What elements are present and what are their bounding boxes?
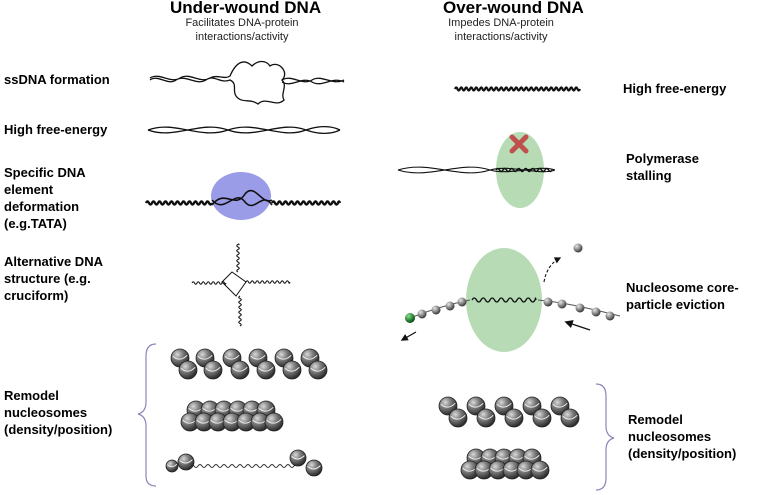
ssdna-bubble-graphic <box>149 60 345 105</box>
nucleosome <box>230 360 250 380</box>
bound-nucleosome <box>591 307 601 317</box>
protein-blob <box>211 172 271 220</box>
nucleosome <box>282 360 302 380</box>
right-subtitle-line-2: interactions/activity <box>454 31 548 43</box>
bound-nucleosome <box>543 297 553 307</box>
left-arrow-icon <box>400 331 417 341</box>
bound-nucleosome <box>457 297 467 307</box>
right-bracket <box>595 383 615 491</box>
nucleosome <box>504 408 524 428</box>
nucleosome <box>264 412 284 432</box>
linker-dna <box>189 464 299 468</box>
left-column-subtitle: Facilitates DNA-protein interactions/act… <box>166 16 318 44</box>
nucleosome <box>305 459 323 477</box>
nucleosome <box>289 449 307 467</box>
label-left-remodel-nucleosomes: Remodel nucleosomes (density/position) <box>4 388 113 437</box>
bound-nucleosome <box>575 303 585 313</box>
left-subtitle-line-2: interactions/activity <box>195 31 289 43</box>
nucleosome <box>250 412 270 432</box>
label-polymerase-stalling: Polymerase stalling <box>626 151 699 183</box>
nucleosome <box>448 408 468 428</box>
label-ssdna-formation: ssDNA formation <box>4 72 110 87</box>
polymerase-stalling-graphic <box>397 132 556 208</box>
nucleosome <box>476 408 496 428</box>
label-left-high-free-energy: High free-energy <box>4 122 108 137</box>
overwound-duplex-graphic <box>453 86 582 92</box>
nucleosome <box>560 408 580 428</box>
label-alternative-structure: Alternative DNA structure (e.g. crucifor… <box>4 254 103 303</box>
bound-nucleosome <box>417 309 427 319</box>
cruciform-graphic <box>191 243 291 327</box>
label-right-high-free-energy: High free-energy <box>623 81 727 96</box>
bound-nucleosome <box>445 301 455 311</box>
bound-nucleosome <box>431 305 441 315</box>
loose-duplex-graphic <box>147 125 341 135</box>
nucleosome <box>256 360 276 380</box>
nucleosome <box>177 453 195 471</box>
left-column-title: Under-wound DNA <box>170 0 322 17</box>
green-bead <box>405 313 415 323</box>
nucleosome <box>178 360 198 380</box>
left-bracket <box>137 343 157 487</box>
left-nucleosome-rows <box>165 348 328 477</box>
bound-nucleosome <box>605 311 615 321</box>
right-subtitle-line-1: Impedes DNA-protein <box>448 17 554 29</box>
nucleosome <box>532 408 552 428</box>
nucleosome <box>516 460 536 480</box>
label-core-particle-eviction: Nucleosome core- particle eviction <box>626 280 739 312</box>
evicted-arrow-icon <box>543 257 562 283</box>
nucleosome <box>203 360 223 380</box>
tata-deformation-graphic <box>144 172 342 220</box>
nucleosome <box>530 460 550 480</box>
right-column-subtitle: Impedes DNA-protein interactions/activit… <box>428 16 574 44</box>
nucleosome <box>165 459 179 473</box>
label-dna-element-deformation: Specific DNA element deformation (e.g.TA… <box>4 165 86 231</box>
eviction-graphic <box>400 243 621 352</box>
bound-nucleosome <box>557 299 567 309</box>
nucleosome <box>308 360 328 380</box>
stall-x-icon <box>509 134 529 154</box>
right-arrow-icon <box>564 320 591 331</box>
evicted-nucleosome <box>573 243 583 253</box>
right-column-title: Over-wound DNA <box>443 0 584 17</box>
label-right-remodel-nucleosomes: Remodel nucleosomes (density/position) <box>628 412 737 461</box>
right-nucleosome-rows <box>438 396 580 480</box>
left-subtitle-line-1: Facilitates DNA-protein <box>185 17 299 29</box>
